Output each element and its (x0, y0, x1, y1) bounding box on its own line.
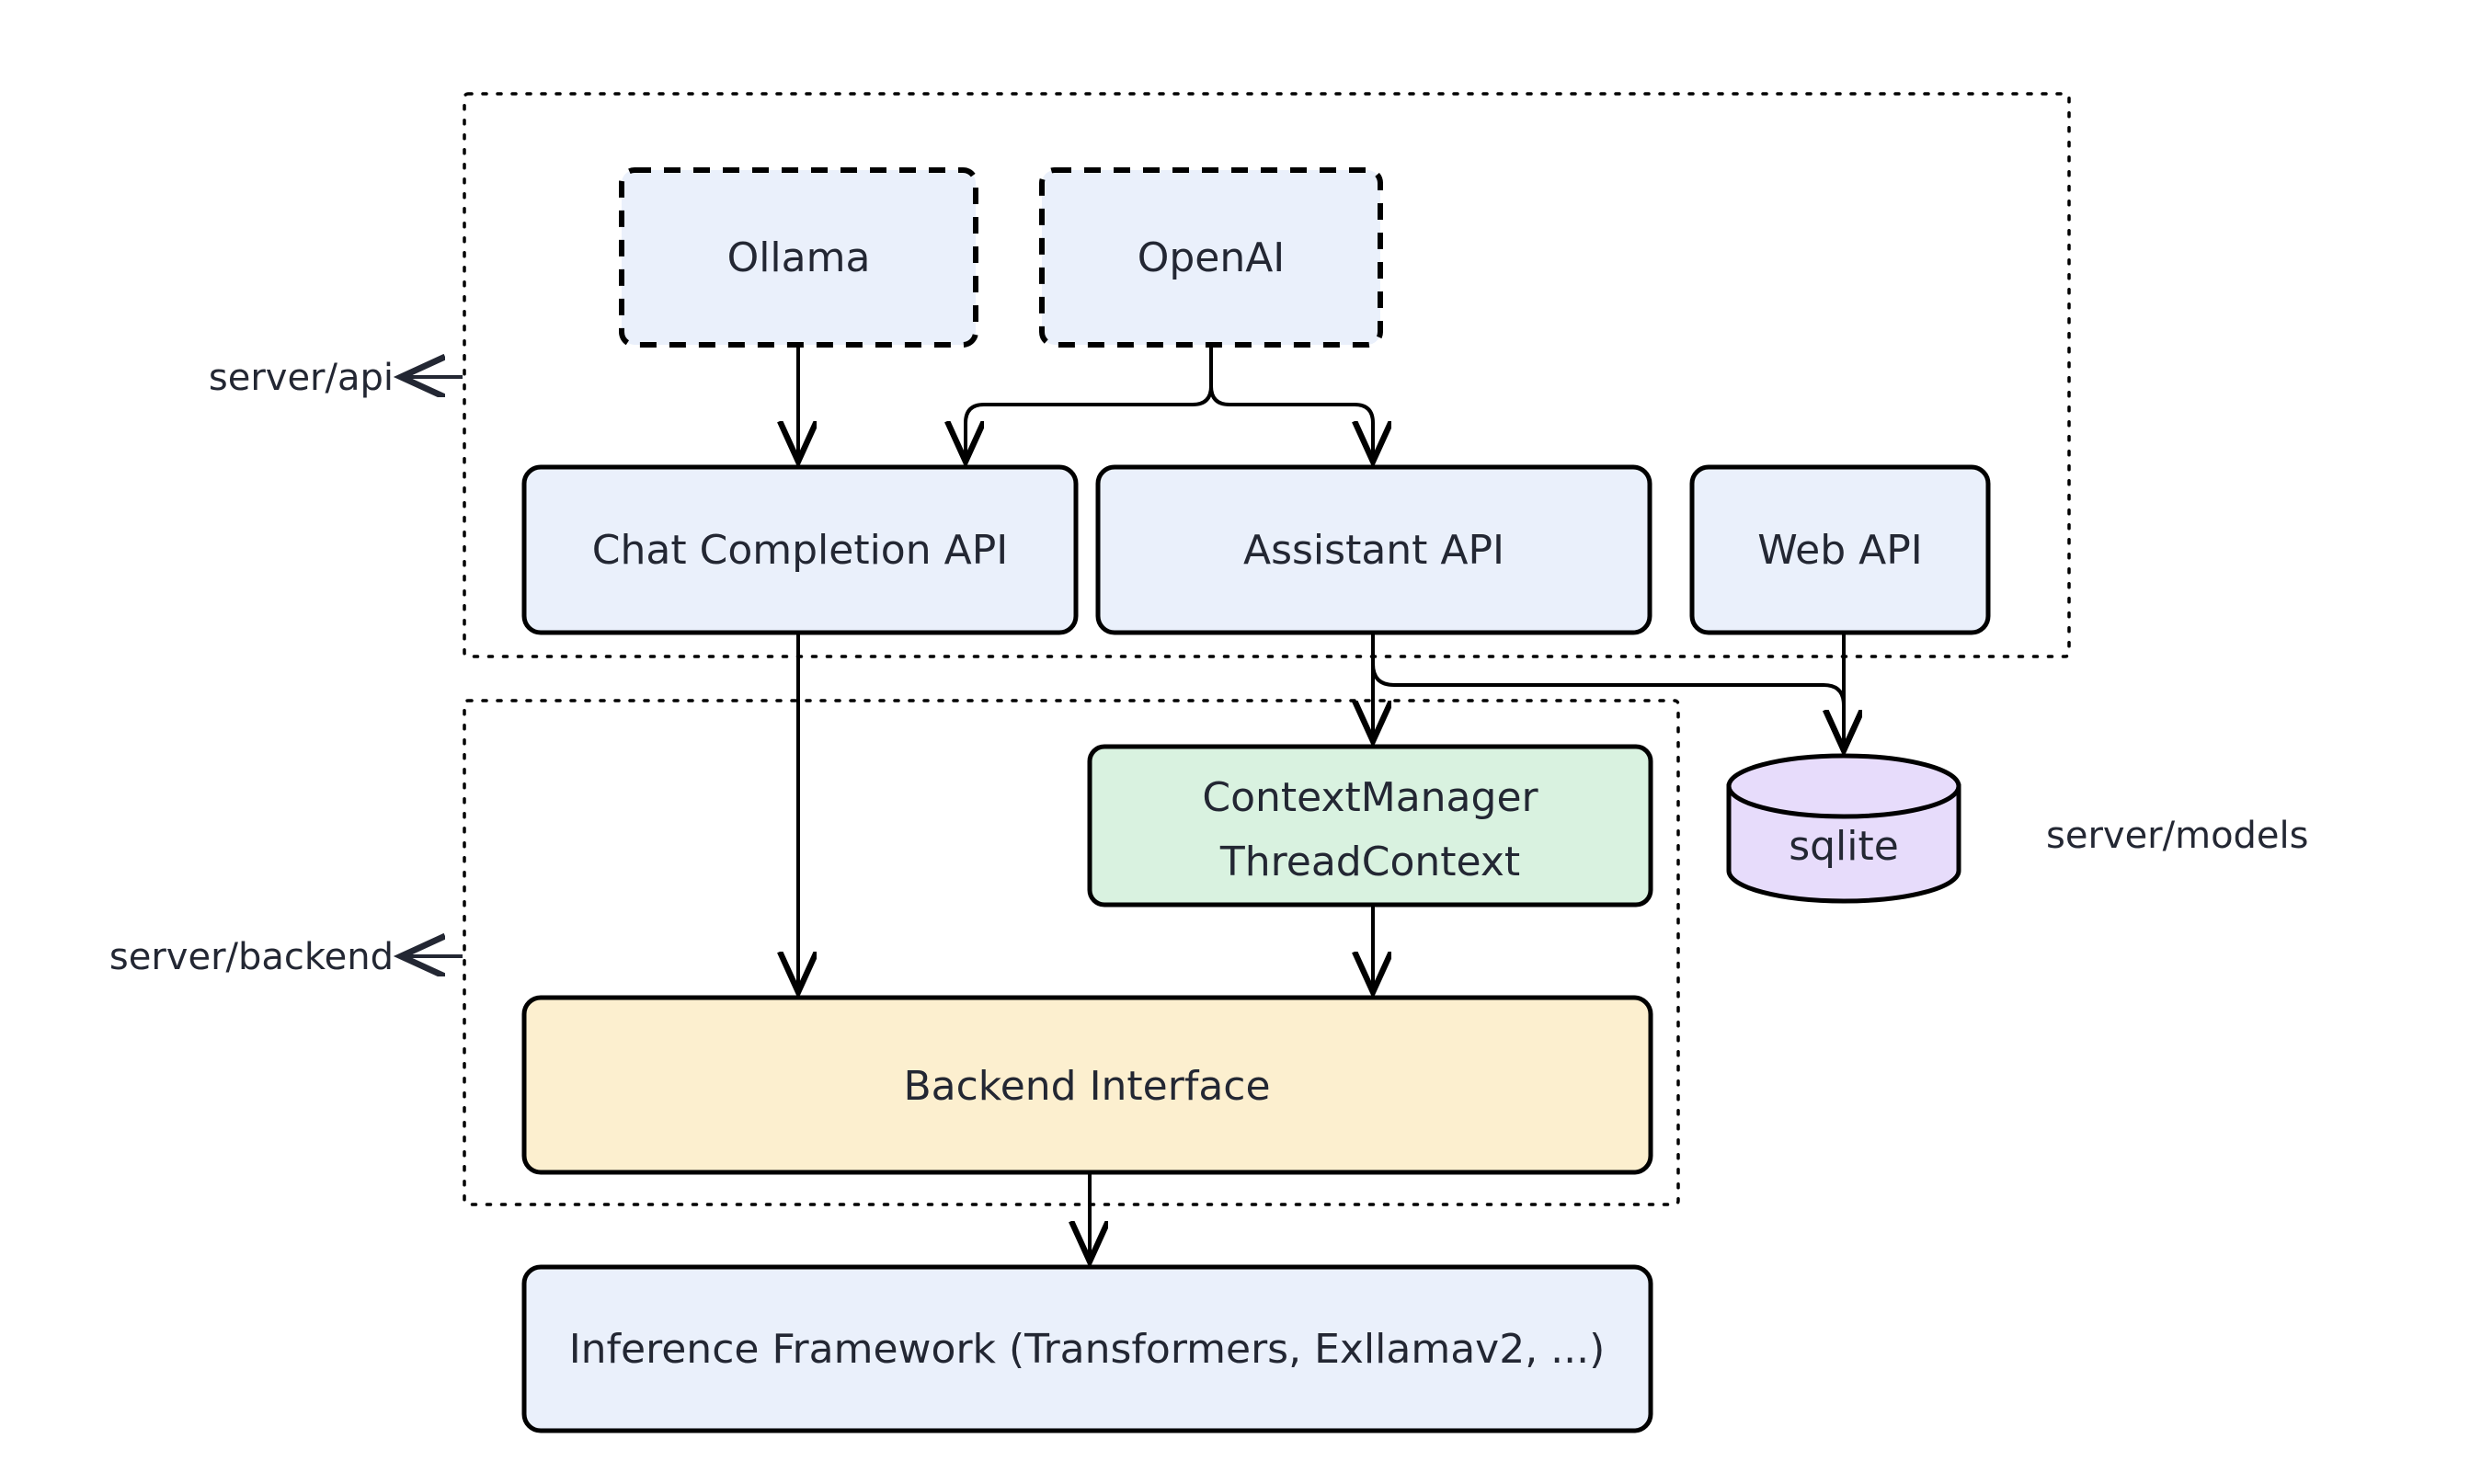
node-web-api-shape (1689, 464, 1991, 635)
group-label-server-backend: server/backend (109, 936, 394, 978)
node-sqlite-body (1726, 783, 1961, 904)
node-web-api-label: Web API (1757, 527, 1923, 574)
group-box-server-api (463, 92, 2071, 658)
node-ollama-shape (619, 167, 978, 348)
edge-openai-to-chat-completion-api (966, 345, 1213, 458)
node-assistant-api-shape (1095, 464, 1652, 635)
node-openai-label: OpenAI (1138, 234, 1286, 281)
node-sqlite-top (1726, 753, 1961, 819)
node-web-api[interactable]: Web API (1689, 464, 1991, 635)
node-chat-completion-api-shape (521, 464, 1079, 635)
node-context-manager-label-line1: ContextManager (1202, 774, 1538, 821)
node-ollama[interactable]: Ollama (619, 167, 978, 348)
node-backend-interface[interactable]: Backend Interface (521, 995, 1653, 1175)
edge-assistant-api-to-sqlite (1371, 633, 1844, 747)
node-context-manager-label-line2: ThreadContext (1219, 839, 1520, 885)
node-assistant-api[interactable]: Assistant API (1095, 464, 1652, 635)
node-context-manager[interactable]: ContextManager ThreadContext (1087, 744, 1653, 908)
node-inference-framework-label: Inference Framework (Transformers, Exlla… (569, 1326, 1606, 1373)
edge-openai-to-assistant-api (1209, 345, 1373, 458)
node-sqlite-label: sqlite (1789, 823, 1899, 870)
node-chat-completion-api[interactable]: Chat Completion API (521, 464, 1079, 635)
node-backend-interface-shape (521, 995, 1653, 1175)
node-backend-interface-label: Backend Interface (903, 1063, 1270, 1110)
node-sqlite[interactable]: sqlite (1726, 753, 1961, 904)
node-chat-completion-api-label: Chat Completion API (592, 527, 1008, 574)
node-inference-framework[interactable]: Inference Framework (Transformers, Exlla… (521, 1264, 1653, 1433)
node-openai-shape (1039, 167, 1383, 348)
node-ollama-label: Ollama (727, 234, 871, 281)
node-context-manager-shape (1087, 744, 1653, 908)
group-box-server-backend (463, 699, 1680, 1206)
group-label-server-models: server/models (2046, 815, 2309, 857)
group-label-server-api: server/api (209, 357, 394, 399)
node-inference-framework-shape (521, 1264, 1653, 1433)
node-assistant-api-label: Assistant API (1243, 527, 1504, 574)
node-openai[interactable]: OpenAI (1039, 167, 1383, 348)
